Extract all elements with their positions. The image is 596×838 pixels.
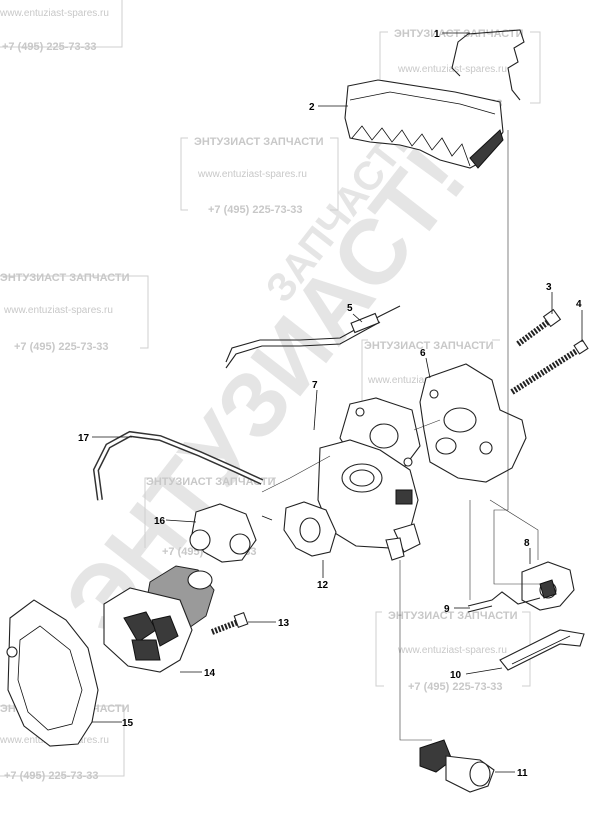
callout-17: 17 [78,433,90,444]
callout-2: 2 [309,102,315,113]
svg-text:ЭНТУЗИАСТ ЗАПЧАСТИ: ЭНТУЗИАСТ ЗАПЧАСТИ [394,28,524,40]
watermark-1: www.entuziast-spares.ru +7 (495) 225-73-… [0,8,109,53]
part-6-flange-block [419,363,527,483]
svg-text:www.entuziast-spares.ru: www.entuziast-spares.ru [367,375,477,386]
part-1-wire-clip [451,29,525,101]
svg-text:ЭНТУЗИАСТ ЗАПЧАСТИ: ЭНТУЗИАСТ ЗАПЧАСТИ [194,136,324,148]
part-10-linkage [499,629,585,671]
part-3-bolt [516,308,562,347]
callout-7: 7 [312,380,318,391]
callout-10: 10 [450,670,462,681]
callout-16: 16 [154,516,166,527]
callout-1: 1 [434,29,440,40]
part-17-hose [92,430,264,501]
part-11-bellows [419,739,495,793]
watermark-5: ЭНТУЗИАСТ ЗАПЧАСТИ www.entuziast-spares.… [364,340,494,386]
watermark-4: ЭНТУЗИАСТ ЗАПЧАСТИ www.entuziast-spares.… [0,272,130,353]
part-8-lever [521,561,575,611]
callout-4: 4 [576,299,582,310]
part-14-flange-plate [103,587,193,673]
svg-text:www.entuziast-spares.ru: www.entuziast-spares.ru [0,8,109,19]
svg-text:ЭНТУЗИАСТ ЗАПЧАСТИ: ЭНТУЗИАСТ ЗАПЧАСТИ [388,610,518,622]
svg-text:+7 (495) 225-73-33: +7 (495) 225-73-33 [14,341,108,353]
assembly-lines [261,130,540,741]
part-2-filter-cover [344,79,504,169]
callout-13: 13 [278,618,290,629]
callout-11: 11 [517,768,528,779]
part-9-rod [467,591,541,613]
leader-lines [92,32,583,773]
svg-text:www.entuziast-spares.ru: www.entuziast-spares.ru [397,64,507,75]
svg-text:www.entuziast-spares.ru: www.entuziast-spares.ru [197,169,307,180]
callout-6: 6 [420,348,426,359]
svg-text:www.entuziast-spares.ru: www.entuziast-spares.ru [3,305,113,316]
callout-14: 14 [204,668,216,679]
svg-text:ЭНТУЗИАСТ ЗАПЧАСТИ: ЭНТУЗИАСТ ЗАПЧАСТИ [0,272,130,284]
watermark-7: ЭНТУЗИАСТ ЗАПЧАСТИ www.entuziast-spares.… [388,610,518,693]
part-12-gasket-ring [261,501,337,557]
svg-text:+7 (495) 225-73-33: +7 (495) 225-73-33 [2,41,96,53]
callout-9: 9 [444,604,450,615]
callout-15: 15 [122,718,134,729]
svg-text:+7 (495) 225-73-33: +7 (495) 225-73-33 [408,681,502,693]
part-4-bolt [510,339,589,395]
callouts: 1 2 3 4 5 6 7 8 9 10 11 12 13 14 15 16 1… [78,29,582,779]
carburetor-body [317,439,421,561]
svg-text:ЭНТУЗИАСТ ЗАПЧАСТИ: ЭНТУЗИАСТ ЗАПЧАСТИ [146,476,276,488]
callout-3: 3 [546,282,552,293]
part-15-housing [6,599,99,747]
callout-5: 5 [347,303,353,314]
callout-12: 12 [317,580,329,591]
svg-text:ЭНТУЗИАСТ ЗАПЧАСТИ: ЭНТУЗИАСТ ЗАПЧАСТИ [364,340,494,352]
svg-text:+7 (495) 225-73-33: +7 (495) 225-73-33 [208,204,302,216]
part-5-pipe [225,305,401,369]
part-13-screw [210,611,249,635]
part-16-fitting [189,503,257,563]
callout-8: 8 [524,538,530,549]
watermark-3: ЭНТУЗИАСТ ЗАПЧАСТИ www.entuziast-spares.… [194,136,324,216]
svg-text:+7 (495) 225-73-33: +7 (495) 225-73-33 [4,770,98,782]
svg-text:www.entuziast-spares.ru: www.entuziast-spares.ru [397,645,507,656]
